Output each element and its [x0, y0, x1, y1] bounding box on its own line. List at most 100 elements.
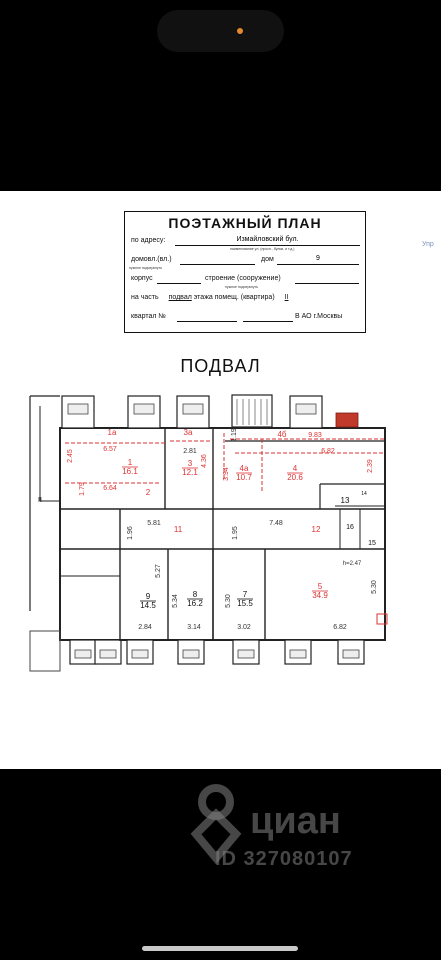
room-dim-3а-0: 2.81	[183, 448, 197, 455]
room-id-1а: 1а	[108, 428, 117, 437]
room-id-1: 1	[128, 458, 133, 467]
room-dim-11-1: 1.96	[127, 526, 134, 540]
part-suffix: этажа помещ. (квартира)	[193, 294, 275, 301]
room-dim-5-1: 6.82	[333, 624, 347, 631]
room-id-15: 15	[368, 540, 376, 547]
room-dim-4-1: 2.39	[367, 459, 374, 473]
room-area-4: 20.6	[287, 473, 303, 482]
dynamic-island	[157, 10, 284, 52]
room-dim-4б-0: 9.83	[308, 432, 322, 439]
room-id-14: 14	[361, 491, 367, 497]
cian-logo-icon	[190, 784, 242, 865]
top-window-pane	[133, 403, 155, 415]
room-dim-9-1: 2.84	[138, 624, 152, 631]
room-id-11: 11	[174, 525, 183, 534]
korpus-label: корпус	[131, 275, 153, 282]
kvartal-label: квартал №	[131, 313, 166, 320]
room-dim-4-0: 6.82	[321, 448, 335, 455]
room-area-3: 12.1	[182, 468, 198, 477]
room-area-7: 15.5	[237, 599, 253, 608]
stair-block	[231, 394, 273, 428]
room-dim-5-0: 5.30	[371, 580, 378, 594]
part-row: на часть подвал этажа помещ. (квартира) …	[131, 294, 289, 301]
kvartal-field	[177, 312, 237, 322]
room-dim-3-0: 4.36	[201, 454, 208, 468]
camera-indicator-dot	[237, 28, 243, 34]
floor-title: ПОДВАЛ	[180, 356, 261, 376]
room-id-2: 2	[146, 488, 151, 497]
bottom-window-pane	[237, 649, 255, 659]
bottom-window-pane	[74, 649, 92, 659]
domovl-field	[180, 255, 255, 265]
dom-label: дом	[261, 256, 274, 263]
room-dim-1-1: 6.64	[103, 485, 117, 492]
room-id-16: 16	[346, 524, 354, 531]
room-area-5: 34.9	[312, 591, 328, 600]
room-dim-4а-0: 3.94	[223, 467, 230, 481]
stroenie-hint: нужное подчеркнуть	[225, 285, 259, 289]
korpus-field	[157, 274, 201, 284]
room-dim-4б-1: 1.19	[231, 428, 238, 442]
part-number: II	[284, 294, 289, 301]
height-annotation: h=2.47	[343, 561, 362, 567]
room-area-8: 16.2	[187, 599, 203, 608]
top-window-2	[127, 395, 161, 429]
room-dim-8-1: 3.14	[187, 624, 201, 631]
room-dim-1-0: 2.45	[67, 449, 74, 463]
room-dim-11-0: 5.81	[147, 520, 161, 527]
outer-wall	[59, 427, 386, 641]
bottom-window-7	[337, 639, 365, 665]
address-row: по адресу:	[131, 237, 166, 244]
room-area-9: 14.5	[140, 601, 156, 610]
room-dim-12-0: 7.48	[269, 520, 283, 527]
room-area-4а: 10.7	[236, 473, 252, 482]
kvartal-suffix: В АО г.Москвы	[295, 313, 343, 320]
room-dim-7-0: 5.30	[225, 594, 232, 608]
dom-field: 9	[277, 255, 359, 265]
stroenie-field	[295, 274, 359, 284]
room-id-4б: 4б	[277, 430, 286, 439]
left-foundation	[29, 630, 61, 672]
title-stamp: ПОЭТАЖНЫЙ ПЛАН по адресу: Измайловский б…	[124, 211, 366, 333]
okrug-field	[243, 312, 293, 322]
room-dim-7-1: 3.02	[237, 624, 251, 631]
top-window-pane	[295, 403, 317, 415]
bottom-window-pane	[182, 649, 200, 659]
top-window-pane	[67, 403, 89, 415]
cropped-side-text: Упр	[422, 241, 434, 248]
bottom-window-pane	[99, 649, 117, 659]
address-field: Измайловский бул.	[175, 236, 360, 246]
bottom-window-pane	[289, 649, 307, 659]
room-dim-9-0: 5.27	[155, 564, 162, 578]
domovl-label: домовл.(вл.)	[131, 256, 172, 263]
address-hint: наименование ул. (просп., бульв. и т.д.)	[230, 247, 295, 251]
room-dim-8-0: 5.34	[172, 594, 179, 608]
bottom-window-pane	[342, 649, 360, 659]
room-id-9: 9	[146, 592, 151, 601]
domovl-hint: нужное подчеркнуть	[129, 266, 163, 270]
bottom-window-pane	[131, 649, 149, 659]
watermark-brand: циан	[250, 800, 341, 842]
floor-plan-document: ПОЭТАЖНЫЙ ПЛАН по адресу: Измайловский б…	[0, 191, 441, 769]
top-window-pane	[182, 403, 204, 415]
room-id-12: 12	[312, 525, 321, 534]
room-id-8: 8	[193, 590, 198, 599]
document-title: ПОЭТАЖНЫЙ ПЛАН	[168, 215, 322, 231]
home-indicator[interactable]	[142, 946, 298, 951]
stroenie-label: строение (сооружение)	[205, 275, 281, 282]
red-marker	[335, 412, 359, 428]
room-id-4а: 4а	[240, 464, 249, 473]
room-area-1: 16.1	[122, 467, 138, 476]
room-dim-12-1: 1.95	[232, 526, 239, 540]
room-id-4: 4	[293, 464, 298, 473]
red-corner-marker	[376, 613, 388, 625]
room-id-5: 5	[318, 582, 323, 591]
label-II: II	[38, 497, 42, 504]
part-value: подвал	[168, 294, 192, 301]
room-id-7: 7	[243, 590, 248, 599]
watermark-id: ID 327080107	[215, 848, 353, 870]
room-id-3: 3	[188, 459, 193, 468]
room-dim-2-0: 1.79	[79, 482, 86, 496]
room-id-13: 13	[341, 496, 350, 505]
